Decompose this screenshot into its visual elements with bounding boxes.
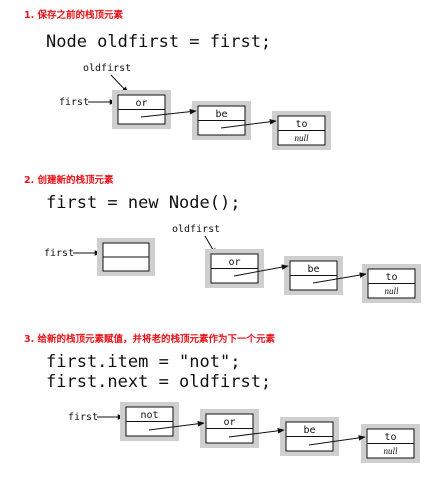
node-item-text: or xyxy=(135,98,147,109)
step-3-title: 3. 给新的栈顶元素赋值，并将老的栈顶元素作为下一个元素 xyxy=(24,334,276,345)
node-item-text: or xyxy=(228,257,240,268)
node-item-text: or xyxy=(223,417,235,428)
next-link-arrow xyxy=(148,421,205,431)
step-1-diagram: oldfirst first or be to null xyxy=(59,63,331,150)
oldfirst-label: oldfirst xyxy=(83,63,131,74)
node-item-text: not xyxy=(140,410,158,421)
node-not: not xyxy=(120,402,179,441)
node-to: to null xyxy=(361,424,420,463)
next-link-arrow xyxy=(228,428,285,438)
step-2-code: first = new Node(); xyxy=(46,193,241,213)
node-to: to null xyxy=(362,264,421,303)
next-link-arrow xyxy=(140,108,197,118)
null-text: null xyxy=(383,446,398,456)
next-link-arrow xyxy=(220,119,277,129)
next-link-arrow xyxy=(308,435,366,446)
node-item-text: be xyxy=(307,264,319,275)
step-3-code-line-2: first.next = oldfirst; xyxy=(46,372,272,392)
node-or: or xyxy=(200,409,259,448)
node-new-empty xyxy=(97,238,155,276)
node-or: or xyxy=(112,90,171,129)
step-1-title: 1. 保存之前的栈顶元素 xyxy=(24,10,124,21)
node-item-text: be xyxy=(303,425,315,436)
step-2-diagram: first oldfirst or be to null xyxy=(44,224,421,303)
step-3-diagram: first not or be to null xyxy=(68,402,420,463)
next-link-arrow xyxy=(312,272,367,284)
node-be: be xyxy=(280,417,339,456)
next-link-arrow xyxy=(233,264,289,277)
first-label: first xyxy=(44,248,74,259)
node-item-text: to xyxy=(384,432,396,443)
null-text: null xyxy=(384,286,399,296)
node-be: be xyxy=(192,101,251,140)
node-or: or xyxy=(205,249,264,288)
first-label: first xyxy=(68,412,98,423)
first-label: first xyxy=(59,97,89,108)
step-2-title: 2. 创建新的栈顶元素 xyxy=(24,175,114,186)
node-to: to null xyxy=(272,111,331,150)
null-text: null xyxy=(294,133,309,143)
node-item-text: to xyxy=(385,272,397,283)
node-item-text: to xyxy=(295,119,307,130)
step-3-code-line-1: first.item = "not"; xyxy=(46,352,241,372)
node-item-text: be xyxy=(215,109,227,120)
node-be: be xyxy=(284,256,343,295)
oldfirst-label: oldfirst xyxy=(172,224,220,235)
step-1-code: Node oldfirst = first; xyxy=(46,32,272,52)
